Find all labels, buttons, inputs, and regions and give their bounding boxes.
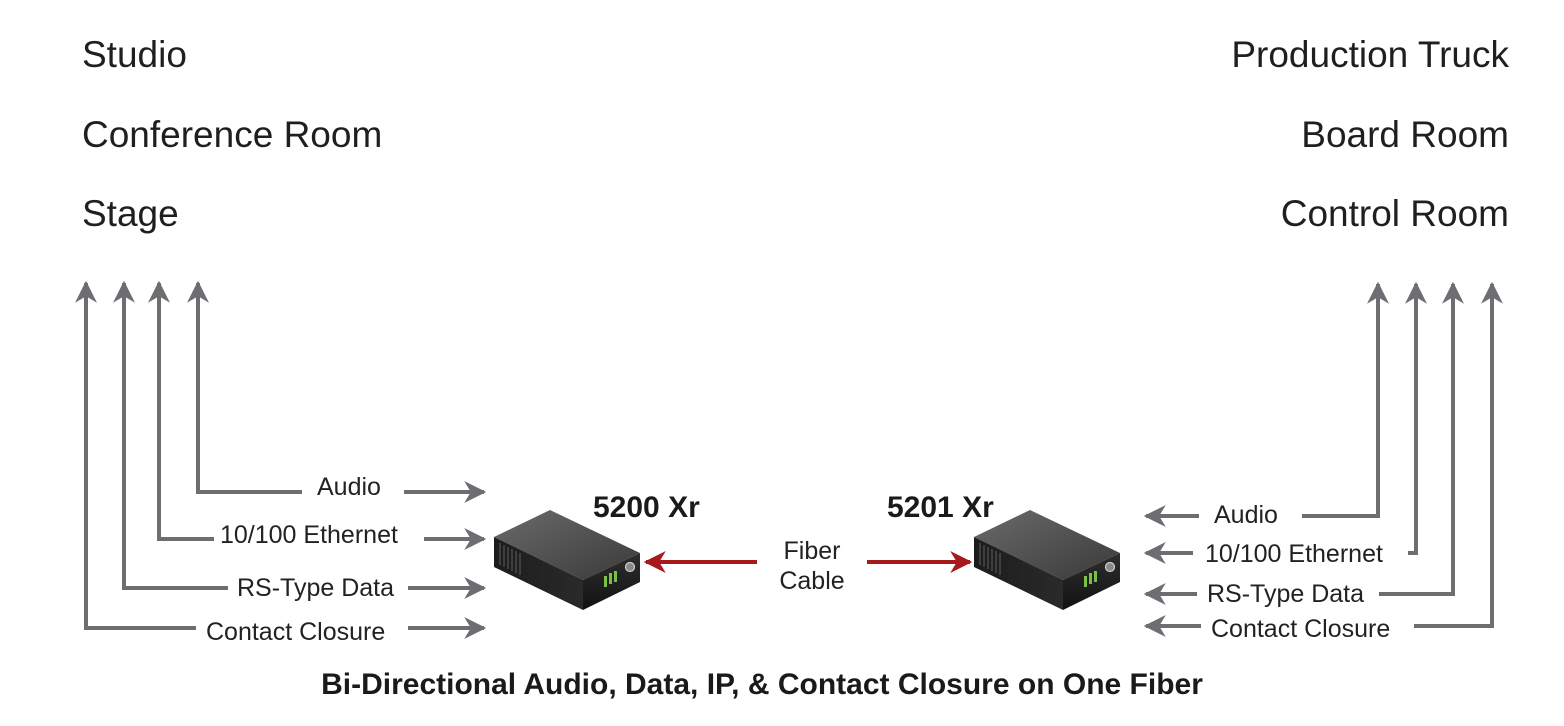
right-signal-contact-closure: Contact Closure xyxy=(1211,615,1390,643)
left-audio-up-arrow xyxy=(187,280,302,494)
fiber-port xyxy=(1104,561,1116,573)
device-top xyxy=(974,510,1120,580)
fiber-label-line2: Cable xyxy=(779,567,844,595)
fiber-port xyxy=(624,561,636,573)
device-5201xr xyxy=(974,510,1120,610)
location-production-truck: Production Truck xyxy=(1231,34,1509,75)
device-5200xr xyxy=(494,510,640,610)
right-input-arrows xyxy=(1143,505,1201,637)
right-signal-audio: Audio xyxy=(1214,501,1278,529)
right-signal-ethernet: 10/100 Ethernet xyxy=(1205,540,1383,568)
left-signal-contact-closure: Contact Closure xyxy=(206,618,385,646)
vent-slots xyxy=(499,543,521,575)
diagram-caption: Bi-Directional Audio, Data, IP, & Contac… xyxy=(321,668,1203,701)
vent-slots xyxy=(979,543,1001,575)
location-conference-room: Conference Room xyxy=(82,114,382,155)
device-label-5201xr: 5201 Xr xyxy=(887,491,994,524)
left-input-arrows xyxy=(404,481,487,639)
status-leds xyxy=(604,571,617,587)
left-closure-up-arrow xyxy=(75,280,196,630)
device-top xyxy=(494,510,640,580)
left-data-up-arrow xyxy=(113,280,228,590)
device-label-5200xr: 5200 Xr xyxy=(593,491,700,524)
left-ethernet-up-arrow xyxy=(148,280,214,541)
left-signal-rs-data: RS-Type Data xyxy=(237,574,394,602)
location-control-room: Control Room xyxy=(1281,193,1509,234)
location-studio: Studio xyxy=(82,34,187,75)
status-leds xyxy=(1084,571,1097,587)
right-closure-up-arrow xyxy=(1414,281,1503,628)
left-elbow-arrows xyxy=(75,280,302,630)
right-data-up-arrow xyxy=(1379,281,1464,596)
right-signal-rs-data: RS-Type Data xyxy=(1207,580,1364,608)
left-signal-ethernet: 10/100 Ethernet xyxy=(220,521,398,549)
right-elbow-arrows xyxy=(1302,281,1503,628)
location-board-room: Board Room xyxy=(1301,114,1509,155)
right-ethernet-up-arrow xyxy=(1405,281,1427,555)
left-signal-audio: Audio xyxy=(317,473,381,501)
right-audio-up-arrow xyxy=(1302,281,1389,518)
fiber-label-line1: Fiber xyxy=(784,537,841,565)
location-stage: Stage xyxy=(82,193,179,234)
